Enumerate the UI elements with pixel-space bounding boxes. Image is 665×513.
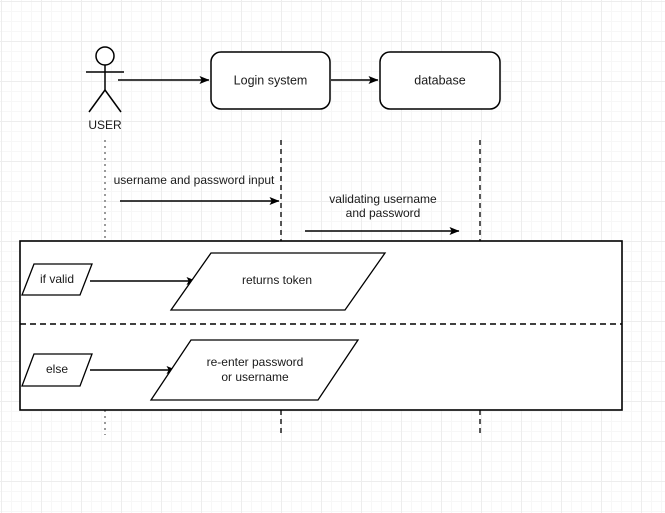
message-label-2-line1: validating username (329, 192, 437, 206)
note-label-returns-token: returns token (242, 273, 312, 287)
actor-user: USER (86, 46, 124, 132)
note-label-re-enter-line1: re-enter password (207, 355, 304, 369)
actor-head-icon (95, 46, 115, 66)
participant-label-database: database (414, 73, 465, 87)
actor-leg-right (104, 89, 122, 113)
participant-login-system[interactable]: Login system (210, 51, 331, 110)
guard-label-if-valid: if valid (40, 272, 74, 286)
guard-shape-else (21, 353, 93, 387)
note-shape-re-enter (149, 339, 360, 401)
note-label-re-enter-line2: or username (221, 370, 289, 384)
message-validating-credentials: validating username and password (305, 192, 460, 235)
participant-box-login-system[interactable] (210, 51, 331, 110)
fragment-section-else: else re-enter password or username (21, 339, 360, 401)
actor-leg-left (88, 89, 106, 113)
participant-box-database[interactable] (379, 51, 501, 110)
message-username-password-input: username and password input (114, 173, 280, 205)
message-label-1: username and password input (114, 173, 275, 187)
note-shape-returns-token (169, 252, 387, 311)
fragment-section-if-valid: if valid returns token (21, 252, 387, 311)
actor-label: USER (88, 118, 122, 132)
participant-database[interactable]: database (379, 51, 501, 110)
guard-label-else: else (46, 362, 68, 376)
guard-shape-if-valid (21, 263, 93, 296)
participant-label-login-system: Login system (234, 73, 308, 87)
message-label-2-line2: and password (346, 206, 421, 220)
